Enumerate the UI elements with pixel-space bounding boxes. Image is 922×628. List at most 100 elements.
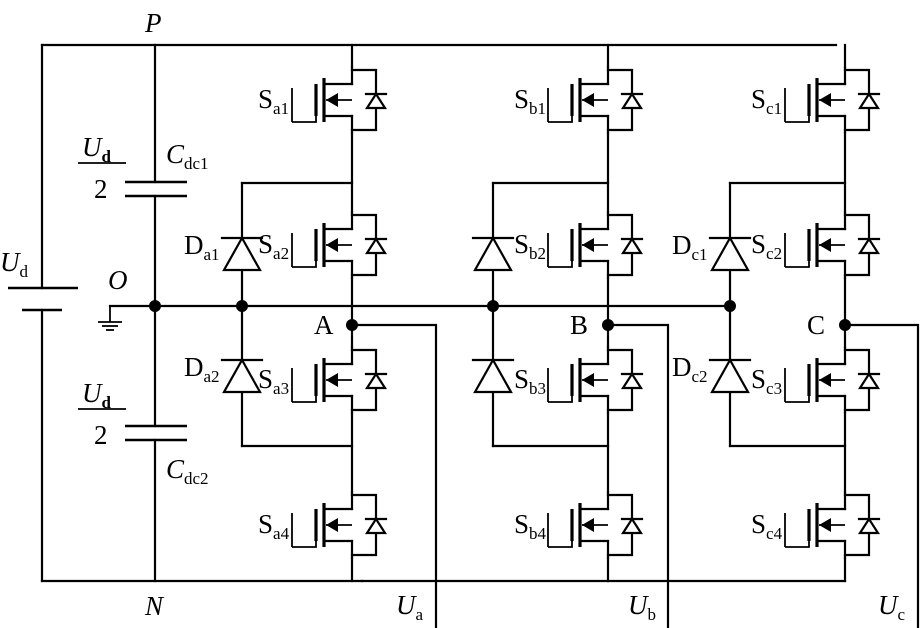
clamp-diode-icon-c2 (710, 357, 750, 394)
switch-body-arrow-icon-b3 (582, 373, 594, 387)
switch-b2: Sb2 (514, 210, 644, 280)
switch-a1: Sa1 (258, 65, 388, 135)
switch-label-a1-main: S (258, 84, 273, 114)
source-label-sub: d (20, 262, 29, 281)
switch-body-arrow-icon-a3 (326, 373, 338, 387)
switch-label-a1-sub: a1 (273, 99, 289, 118)
switch-body-arrow-icon-b2 (582, 238, 594, 252)
switch-label-c1-main: S (751, 84, 766, 114)
switch-freewheel-diode-icon-c1 (857, 91, 881, 110)
switch-label-c1-sub: c1 (766, 99, 782, 118)
output-label-a-sub: a (416, 605, 424, 624)
clamp-diode-icon-b2 (473, 357, 513, 394)
switch-c4: Sc4 (751, 490, 881, 560)
switch-freewheel-diode-icon-b1 (620, 91, 644, 110)
switch-gate-lead-c3 (785, 396, 810, 403)
output-label-c: Uc (878, 590, 906, 624)
switch-freewheel-diode-icon-a1 (364, 91, 388, 110)
junction-neutral-a (236, 300, 248, 312)
switch-gate-lead-c4 (785, 541, 810, 548)
switch-label-b4: Sb4 (514, 509, 547, 543)
switch-freewheel-diode-icon-c4 (857, 516, 881, 535)
clamp-diode-b2 (471, 357, 515, 394)
output-label-a: Ua (396, 590, 424, 624)
output-label-b-sub: b (648, 605, 657, 624)
switch-label-a2: Sa2 (258, 229, 289, 263)
switch-label-c3: Sc3 (751, 364, 782, 398)
switch-body-arrow-icon-a1 (326, 93, 338, 107)
switch-body-arrow-icon-c1 (819, 93, 831, 107)
diode-label-c2-sub: c2 (692, 367, 708, 386)
output-label-c-sub: c (898, 605, 906, 624)
switch-gate-lead-c2 (785, 261, 810, 268)
switch-c1: Sc1 (751, 65, 881, 135)
clamp-diode-icon-a2 (222, 357, 262, 394)
clamp-diode-a2 (220, 357, 264, 394)
source-label-main: U (0, 247, 21, 277)
source-label: Ud (0, 247, 29, 281)
switch-label-c4-main: S (751, 509, 766, 539)
junction-neutral-b (487, 300, 499, 312)
switch-gate-lead-c1 (785, 116, 810, 123)
switch-gate-lead-b4 (548, 541, 573, 548)
diode-label-a1-sub: a1 (204, 245, 220, 264)
switch-body-arrow-icon-a4 (326, 518, 338, 532)
switch-label-b1-sub: b1 (529, 99, 546, 118)
half-voltage-bottom-numerator: Ud (82, 378, 112, 412)
switch-label-a3-main: S (258, 364, 273, 394)
switch-label-c3-sub: c3 (766, 379, 782, 398)
switch-freewheel-diode-icon-b3 (620, 371, 644, 390)
diode-label-c1-main: D (672, 230, 692, 260)
switch-label-c3-main: S (751, 364, 766, 394)
switch-label-c2-main: S (751, 229, 766, 259)
output-label-b: Ub (628, 590, 656, 624)
switch-body-arrow-icon-b4 (582, 518, 594, 532)
node-label-b: B (570, 310, 588, 340)
switch-gate-lead-a1 (292, 116, 317, 123)
switch-gate-lead-a2 (292, 261, 317, 268)
switch-b3: Sb3 (514, 345, 644, 415)
switch-label-b1: Sb1 (514, 84, 546, 118)
diode-label-a2: Da2 (184, 352, 220, 386)
switch-label-b2-main: S (514, 229, 529, 259)
switch-label-a4: Sa4 (258, 509, 290, 543)
switch-freewheel-diode-icon-b4 (620, 516, 644, 535)
switch-body-arrow-icon-c4 (819, 518, 831, 532)
junction-neutral-c (724, 300, 736, 312)
static-wiring (8, 43, 847, 583)
labels: P N O Ud Cdc1 Cdc2 Ud 2 Ud 2 (0, 8, 209, 621)
half-voltage-bottom-num-main: U (82, 378, 103, 408)
capacitor-c1-label: Cdc1 (166, 139, 209, 173)
switch-label-c4: Sc4 (751, 509, 783, 543)
diode-label-a2-main: D (184, 352, 204, 382)
output-wire-c (843, 323, 920, 628)
switch-label-c4-sub: c4 (766, 524, 783, 543)
switch-gate-lead-b1 (548, 116, 573, 123)
half-voltage-top-numerator: Ud (82, 132, 112, 166)
node-label-c: C (807, 310, 825, 340)
half-voltage-bottom-num-sub: d (102, 393, 112, 412)
switch-label-b3-sub: b3 (529, 379, 546, 398)
switch-freewheel-diode-icon-a2 (364, 236, 388, 255)
switch-label-c2-sub: c2 (766, 244, 782, 263)
half-voltage-top-num-main: U (82, 132, 103, 162)
switch-freewheel-diode-icon-b2 (620, 236, 644, 255)
switch-freewheel-diode-icon-a3 (364, 371, 388, 390)
switch-label-a4-main: S (258, 509, 273, 539)
switch-label-b3: Sb3 (514, 364, 546, 398)
output-wire-b (606, 323, 670, 628)
switch-freewheel-diode-icon-c3 (857, 371, 881, 390)
switch-label-a2-sub: a2 (273, 244, 289, 263)
switch-gate-lead-b2 (548, 261, 573, 268)
switch-gate-lead-b3 (548, 396, 573, 403)
switch-body-arrow-icon-c2 (819, 238, 831, 252)
switch-label-b2-sub: b2 (529, 244, 546, 263)
switch-label-c2: Sc2 (751, 229, 782, 263)
switch-label-a2-main: S (258, 229, 273, 259)
half-voltage-bottom-denominator: 2 (94, 420, 108, 450)
junction-o (149, 300, 161, 312)
switch-label-c1: Sc1 (751, 84, 782, 118)
clamp-diode-a1 (220, 235, 264, 272)
